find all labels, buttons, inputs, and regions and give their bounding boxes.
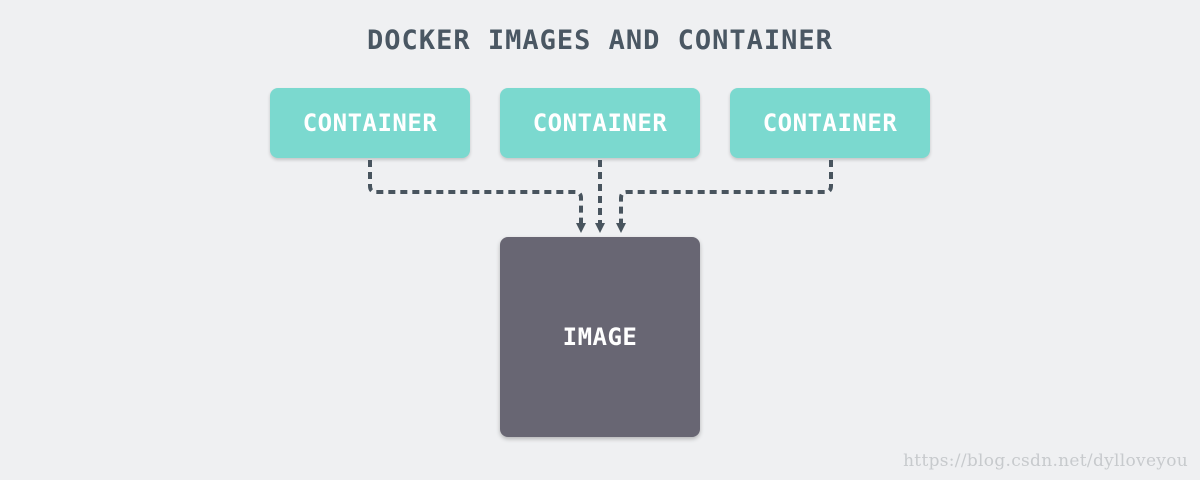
container-label: CONTAINER: [302, 109, 438, 137]
container-label: CONTAINER: [762, 109, 898, 137]
connector-left: [368, 160, 586, 233]
container-label: CONTAINER: [532, 109, 668, 137]
connector-right: [616, 160, 833, 233]
image-box: IMAGE: [500, 237, 700, 437]
container-box-left: CONTAINER: [270, 88, 470, 158]
diagram-title: DOCKER IMAGES AND CONTAINER: [367, 25, 833, 56]
image-label: IMAGE: [562, 323, 638, 351]
container-box-right: CONTAINER: [730, 88, 930, 158]
container-box-center: CONTAINER: [500, 88, 700, 158]
watermark-url: https://blog.csdn.net/dylloveyou: [903, 451, 1188, 471]
